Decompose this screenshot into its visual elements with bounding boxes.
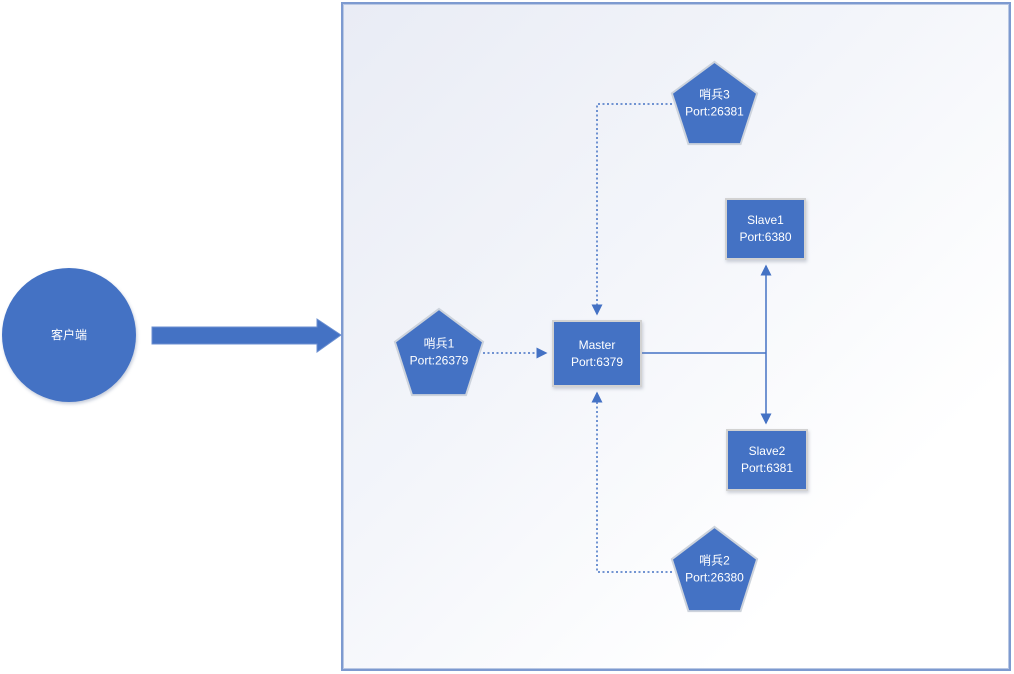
slave2-node: Slave2 Port:6381 [726,429,808,491]
pentagon-shape [394,308,484,396]
sentinel2-node-port: Port:26380 [685,570,744,585]
client-node-label: 客户端 [50,327,87,342]
sentinel3-node-port: Port:26381 [685,104,744,119]
right-arrow-shape [151,318,342,353]
sentinel2-node-title: 哨兵2 [699,553,730,568]
slave2-node-title: Slave2 [748,444,786,458]
slave1-node-port: Port:6380 [739,230,792,244]
slave1-node-title: Slave1 [747,213,784,227]
sentinel2-node: 哨兵2 Port:26380 [671,526,758,612]
sentinel1-node: 哨兵1 Port:26379 [394,308,484,396]
pentagon-shape [671,61,758,145]
sentinel1-node-title: 哨兵1 [423,336,455,351]
master-node: Master Port:6379 [552,320,642,387]
sentinel1-node-port: Port:26379 [409,353,469,368]
sentinel3-node: 哨兵3 Port:26381 [671,61,758,145]
sentinel3-node-title: 哨兵3 [699,87,730,102]
master-node-port: Port:6379 [570,354,624,369]
master-node-title: Master [578,337,616,352]
slave1-node: Slave1 Port:6380 [725,198,806,260]
slave2-node-port: Port:6381 [740,461,794,475]
client-node: 客户端 [2,268,136,402]
pentagon-shape [671,526,758,612]
